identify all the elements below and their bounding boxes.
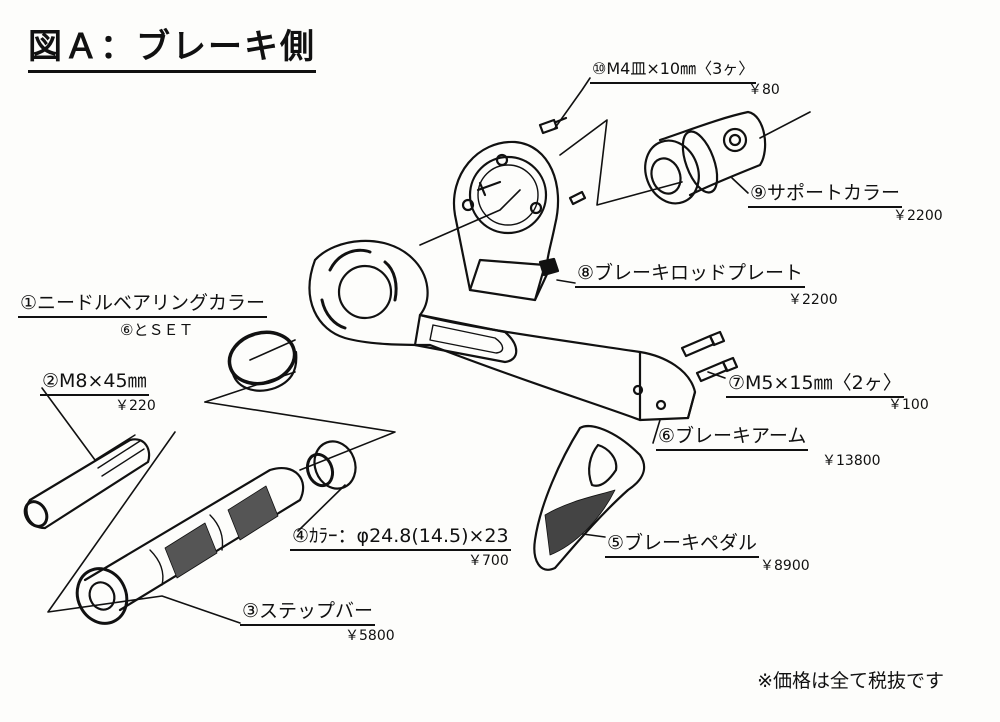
diagram-title: 図Ａ：ブレーキ側 bbox=[28, 26, 316, 73]
part-label-step-bar: ③ステップバー bbox=[240, 600, 376, 626]
screw-m4-drawing-2 bbox=[568, 190, 587, 206]
part-price-brake-arm: ￥13800 bbox=[822, 453, 881, 469]
part-label-needle-bearing-collar: ①ニードルベアリングカラー bbox=[18, 292, 268, 318]
part-price-support-collar: ￥2200 bbox=[893, 208, 943, 224]
part-price-brake-pedal: ￥8900 bbox=[760, 558, 810, 574]
part-label-brake-arm: ⑥ブレーキアーム bbox=[656, 425, 809, 451]
tax-note: ※価格は全て税抜です bbox=[757, 670, 944, 692]
part-price-brake-rod-plate: ￥2200 bbox=[788, 292, 838, 308]
part-label-m8-bolt: ②M8×45㎜ bbox=[40, 370, 149, 396]
part-label-brake-rod-plate: ⑧ブレーキロッドプレート bbox=[575, 262, 806, 288]
support-collar-drawing bbox=[644, 110, 767, 205]
step-bar-drawing bbox=[75, 467, 305, 625]
part-label-brake-pedal: ⑤ブレーキペダル bbox=[605, 532, 760, 558]
brake-pedal-drawing bbox=[533, 425, 646, 571]
collar-small-drawing bbox=[305, 440, 357, 490]
brake-arm-drawing bbox=[308, 239, 697, 422]
brake-rod-plate-drawing bbox=[452, 140, 560, 302]
part-label-collar: ④ｶﾗｰ：φ24.8(14.5)×23 bbox=[290, 525, 511, 551]
bolt-m8-drawing bbox=[23, 434, 151, 530]
needle-bearing-collar-drawing bbox=[227, 330, 298, 392]
part-price-m4-screw: ￥80 bbox=[748, 82, 780, 98]
part-price-m5-screw: ￥100 bbox=[888, 397, 929, 413]
part-label-m5-screw: ⑦M5×15㎜〈2ヶ〉 bbox=[726, 372, 904, 398]
part-note-set-with-arm: ⑥とＳＥＴ bbox=[120, 321, 194, 339]
part-price-collar: ￥700 bbox=[468, 553, 509, 569]
part-label-support-collar: ⑨サポートカラー bbox=[748, 182, 903, 208]
part-label-m4-screw: ⑩M4皿×10㎜〈3ヶ〉 bbox=[590, 58, 757, 84]
screw-m5-drawing bbox=[680, 330, 739, 383]
part-price-m8-bolt: ￥220 bbox=[115, 398, 156, 414]
part-price-step-bar: ￥5800 bbox=[345, 628, 395, 644]
screw-m4-drawing bbox=[538, 116, 568, 135]
